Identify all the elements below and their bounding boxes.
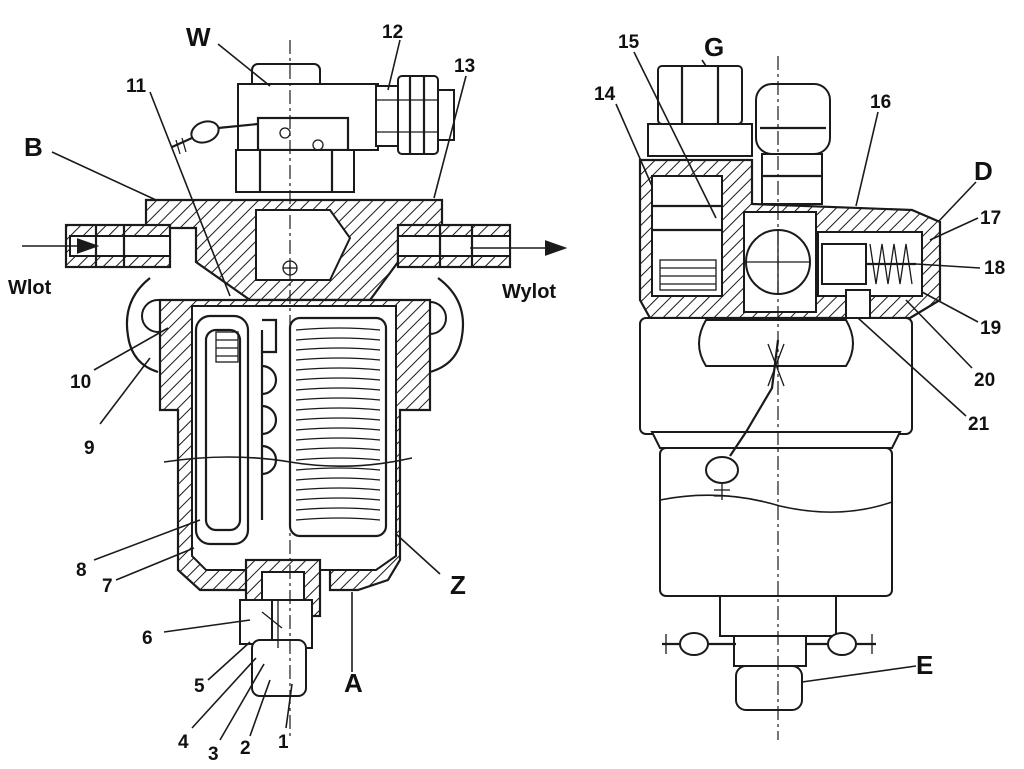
label-w: W xyxy=(186,22,211,52)
label-outlet: Wylot xyxy=(502,281,556,303)
filter-bowl xyxy=(158,298,432,592)
pleat-line xyxy=(295,467,381,471)
label-6: 6 xyxy=(142,628,153,649)
leader-8 xyxy=(93,519,201,561)
pleat-line xyxy=(295,337,381,341)
label-21: 21 xyxy=(968,414,990,435)
electrical-connector xyxy=(375,75,455,155)
leader-18 xyxy=(915,263,981,269)
pleat-line xyxy=(295,367,381,371)
label-19: 19 xyxy=(980,318,1001,339)
label-e: E xyxy=(916,650,933,680)
leader-e xyxy=(801,665,917,683)
label-10: 10 xyxy=(70,372,91,393)
leader-z xyxy=(395,533,441,575)
pleat-line xyxy=(295,437,381,441)
pleat-line xyxy=(295,457,381,461)
pleat-line xyxy=(295,327,381,331)
pleat-line xyxy=(295,497,381,501)
leader-15 xyxy=(633,51,717,219)
solenoid-valve-w xyxy=(235,63,379,193)
label-z: Z xyxy=(450,570,466,600)
pleat-line xyxy=(295,397,381,401)
leader-9 xyxy=(99,357,151,425)
leader-14 xyxy=(615,103,653,187)
pleat-line xyxy=(295,517,381,521)
wire-sensors-bottom xyxy=(662,632,876,656)
leader-17 xyxy=(929,217,979,241)
label-13: 13 xyxy=(454,56,475,77)
label-4: 4 xyxy=(178,732,189,753)
label-a: A xyxy=(344,668,363,698)
outlet-port xyxy=(396,223,568,269)
pleat-line xyxy=(295,387,381,391)
break-line xyxy=(163,456,413,467)
drain-assembly xyxy=(239,558,322,697)
label-14: 14 xyxy=(594,84,616,105)
leader-12 xyxy=(387,39,401,91)
label-inlet: Wlot xyxy=(8,277,52,299)
label-9: 9 xyxy=(84,438,95,459)
filter-cartridge xyxy=(194,314,250,546)
pleat-line xyxy=(295,477,381,481)
pleat-line xyxy=(295,447,381,451)
leader-10 xyxy=(93,327,169,371)
leader-2 xyxy=(249,679,271,737)
leader-11 xyxy=(149,91,231,297)
pleat-line xyxy=(295,417,381,421)
label-15: 15 xyxy=(618,32,640,53)
leader-3 xyxy=(219,663,265,741)
leader-7 xyxy=(115,547,195,581)
leader-4 xyxy=(191,657,257,729)
right-flange xyxy=(429,277,464,374)
left-sectional-view: W 12 13 11 B Wlot Wylot 10 9 8 7 Z 6 5 4… xyxy=(8,22,568,765)
top-housing-block xyxy=(144,198,444,302)
leader-19 xyxy=(921,291,979,323)
leader-16 xyxy=(855,111,879,207)
leader-g xyxy=(701,59,707,67)
pleat-line xyxy=(295,427,381,431)
pleat-line xyxy=(295,357,381,361)
right-main-body xyxy=(639,317,913,711)
label-g: G xyxy=(704,32,724,62)
label-18: 18 xyxy=(984,258,1005,279)
label-8: 8 xyxy=(76,560,87,581)
connector-g xyxy=(647,65,753,157)
label-11: 11 xyxy=(126,76,147,97)
right-side-view: G 15 14 16 D 17 18 19 20 21 E xyxy=(594,32,1005,740)
leader-5 xyxy=(207,641,251,681)
leader-6 xyxy=(163,619,251,633)
pleat-line xyxy=(295,407,381,411)
leader-13 xyxy=(433,75,467,199)
label-5: 5 xyxy=(194,676,205,697)
label-b: B xyxy=(24,132,43,162)
label-20: 20 xyxy=(974,370,995,391)
inlet-port xyxy=(22,223,172,269)
leader-1 xyxy=(285,683,293,729)
leader-21 xyxy=(857,317,967,417)
label-3: 3 xyxy=(208,744,219,765)
relief-valve xyxy=(817,231,923,319)
label-d: D xyxy=(974,156,993,186)
label-16: 16 xyxy=(870,92,891,113)
top-cap xyxy=(755,83,831,205)
label-17: 17 xyxy=(980,208,1001,229)
pleat-line xyxy=(295,507,381,511)
wire-sensor-left-top xyxy=(171,120,259,155)
pleat-line xyxy=(295,347,381,351)
pleat-line xyxy=(295,377,381,381)
leader-b xyxy=(51,151,157,201)
label-2: 2 xyxy=(240,738,251,759)
leader-d xyxy=(937,181,977,223)
leader-w xyxy=(217,43,271,87)
label-7: 7 xyxy=(102,576,113,597)
wire-sensor-right xyxy=(705,339,785,500)
pleat-line xyxy=(295,487,381,491)
label-1: 1 xyxy=(278,732,289,753)
leader-20 xyxy=(905,299,973,369)
label-12: 12 xyxy=(382,22,403,43)
